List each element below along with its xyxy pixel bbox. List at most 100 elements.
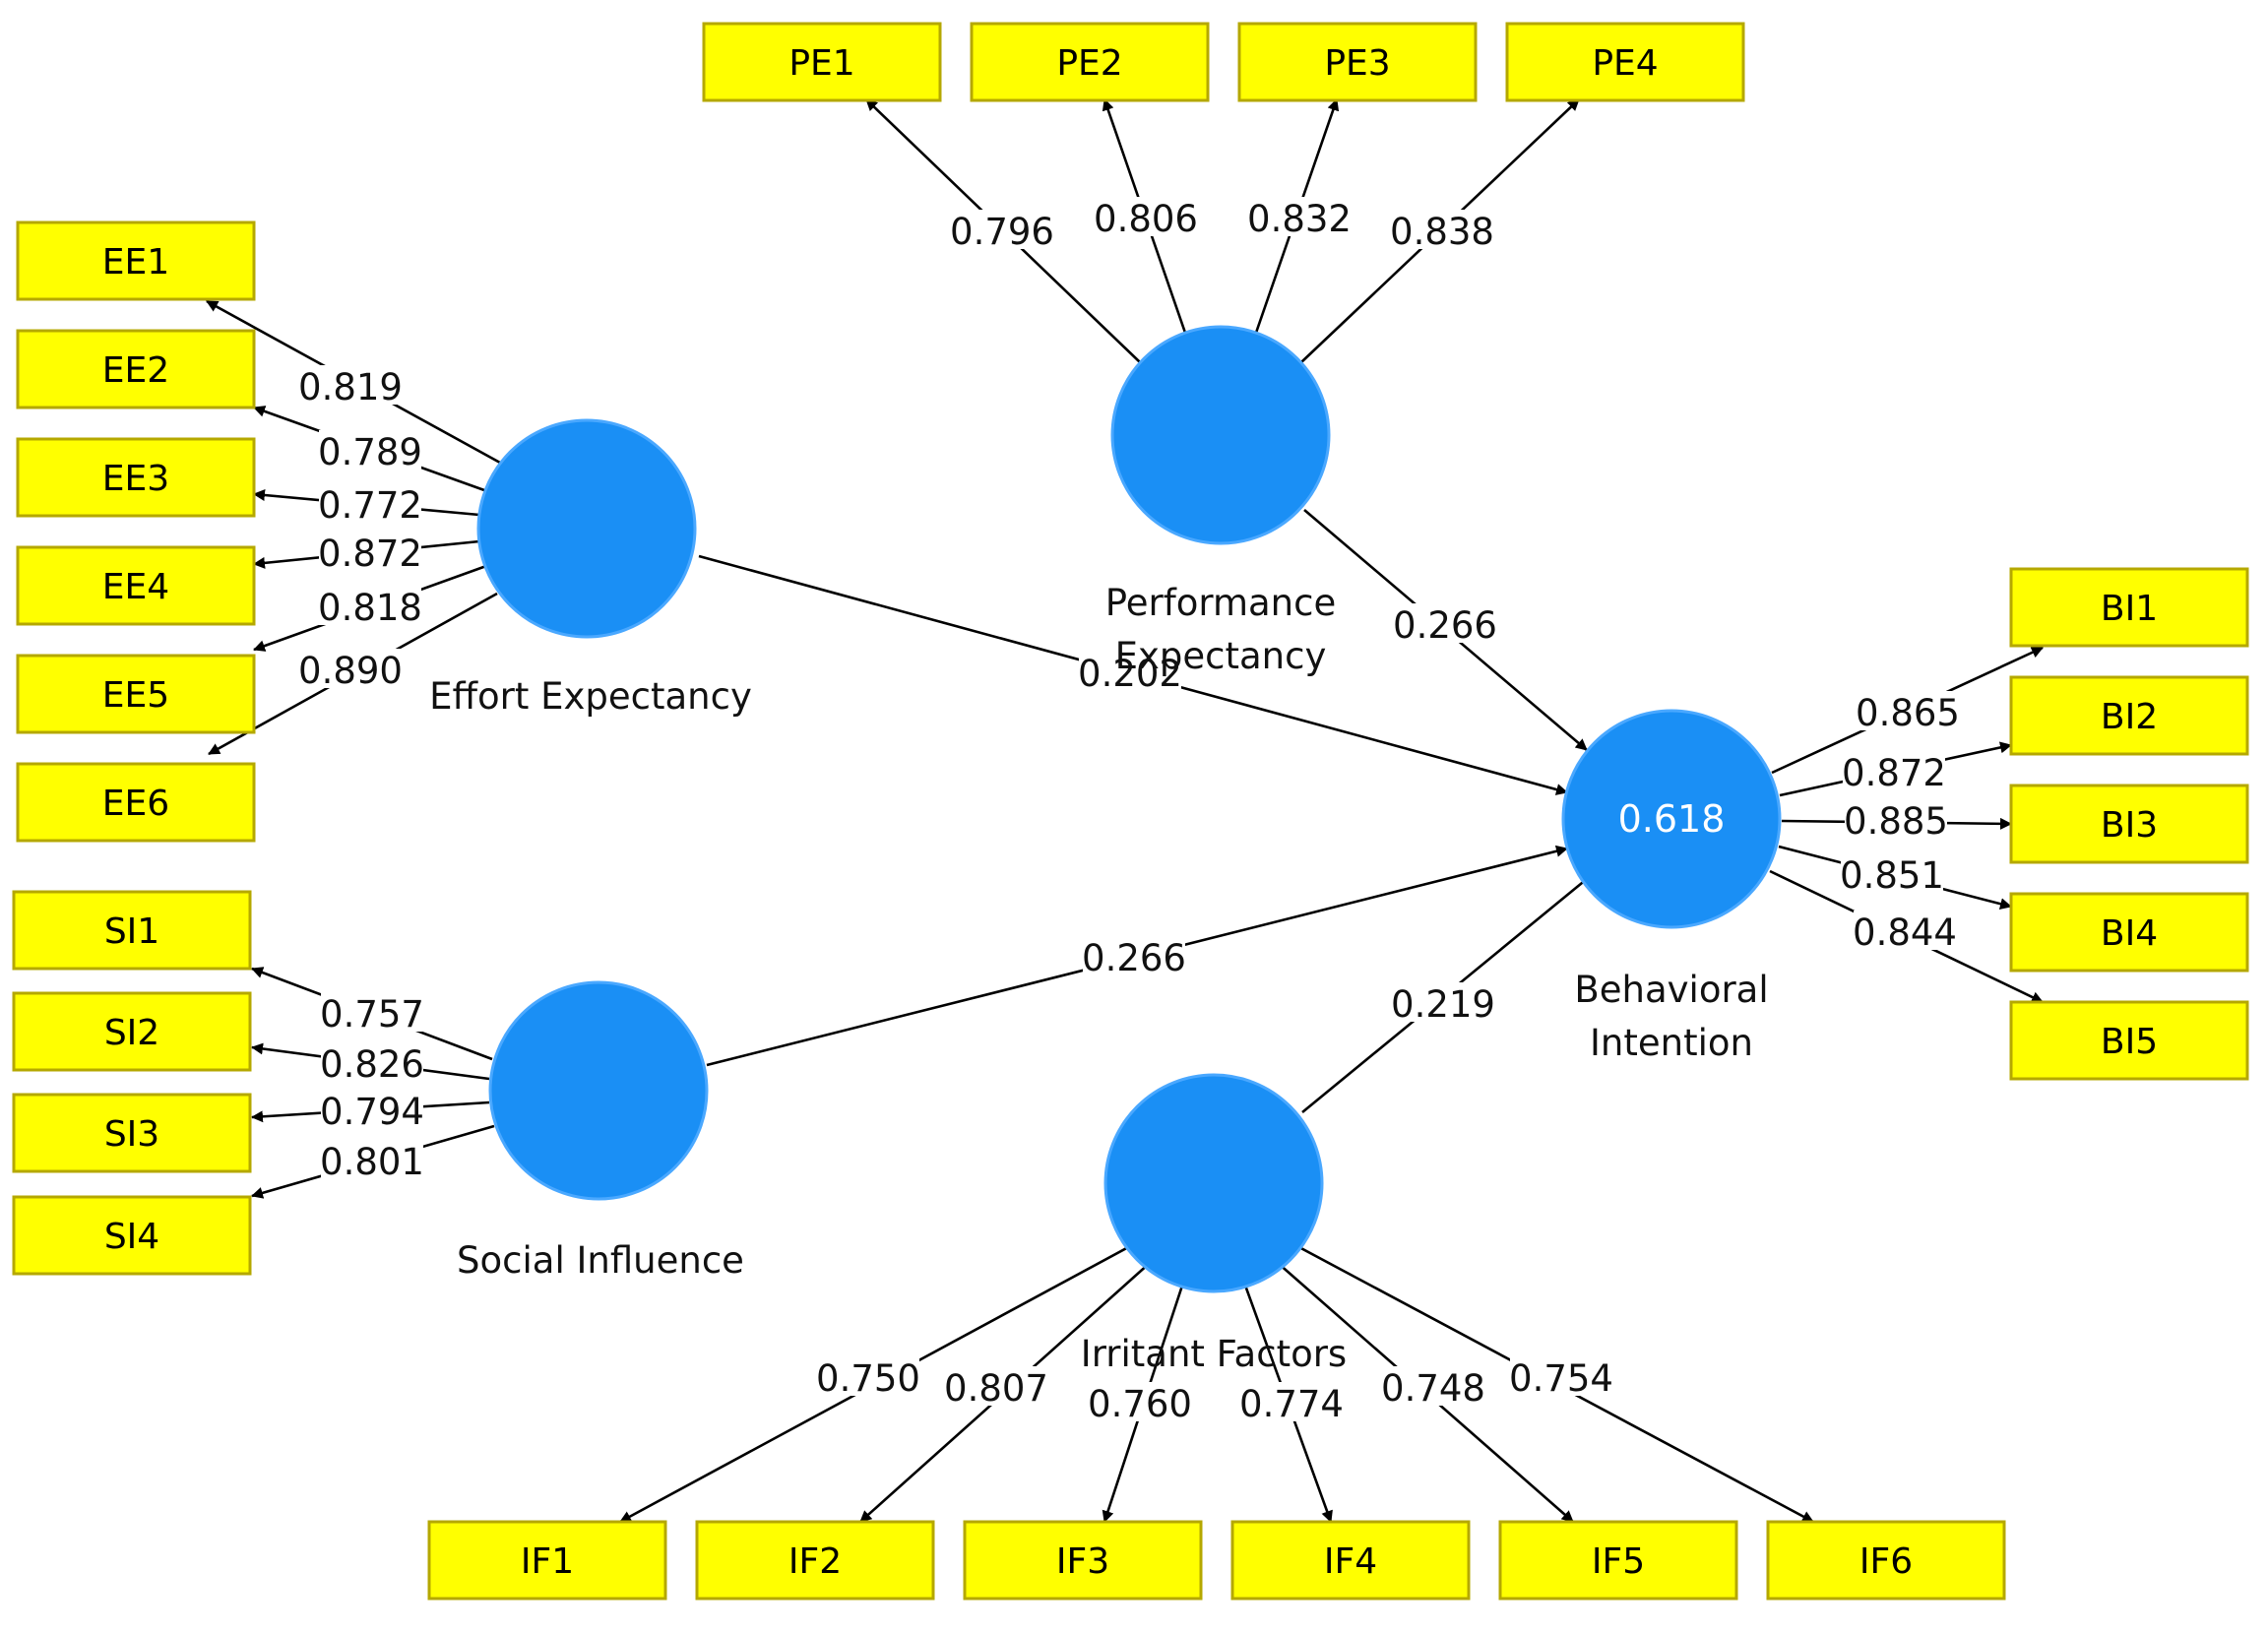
indicator-pe1[interactable]: PE1 [702, 22, 942, 102]
loading-value-if4: 0.774 [1239, 1383, 1344, 1425]
loading-label-bg-si1 [321, 992, 423, 1032]
loading-label-bg-pe3 [1248, 197, 1351, 236]
indicator-label-pe4: PE4 [1592, 43, 1658, 84]
latent-variable-behavioral-intention[interactable]: 0.618 [1561, 709, 1782, 929]
latent-circle-effort-expectancy[interactable] [476, 418, 697, 639]
loading-label-bg-bi4 [1841, 853, 1943, 893]
indicator-box-si3[interactable] [12, 1093, 252, 1173]
latent-variable-effort-expectancy[interactable] [476, 418, 697, 639]
indicator-si2[interactable]: SI2 [12, 991, 252, 1072]
indicator-si3[interactable]: SI3 [12, 1093, 252, 1173]
loading-value-bi2: 0.872 [1842, 752, 1946, 794]
indicator-pe4[interactable]: PE4 [1505, 22, 1745, 102]
indicator-box-ee3[interactable] [16, 437, 256, 518]
indicator-label-ee1: EE1 [102, 242, 169, 283]
indicator-pe2[interactable]: PE2 [970, 22, 1210, 102]
indicator-label-si2: SI2 [104, 1013, 159, 1053]
indicator-box-bi4[interactable] [2009, 892, 2249, 973]
indicator-box-if5[interactable] [1498, 1520, 1738, 1601]
loading-label-bg-si2 [321, 1042, 423, 1082]
indicator-box-bi1[interactable] [2009, 567, 2249, 648]
latent-circle-performance-expectancy[interactable] [1110, 325, 1331, 545]
loading-label-bg-if3 [1089, 1382, 1191, 1421]
indicator-box-ee4[interactable] [16, 545, 256, 626]
loading-value-if6: 0.754 [1509, 1357, 1613, 1400]
indicator-bi5[interactable]: BI5 [2009, 1000, 2249, 1081]
indicator-bi3[interactable]: BI3 [2009, 784, 2249, 864]
loading-label-bg-bi2 [1843, 751, 1945, 790]
indicator-box-bi2[interactable] [2009, 675, 2249, 756]
latent-circle-irritant-factors[interactable] [1103, 1073, 1324, 1293]
indicator-box-bi5[interactable] [2009, 1000, 2249, 1081]
indicator-bi2[interactable]: BI2 [2009, 675, 2249, 756]
indicator-label-pe3: PE3 [1324, 43, 1390, 84]
indicator-ee1[interactable]: EE1 [16, 220, 256, 301]
indicator-if2[interactable]: IF2 [695, 1520, 935, 1601]
latent-variable-social-influence[interactable] [488, 980, 709, 1201]
indicator-ee5[interactable]: EE5 [16, 654, 256, 734]
indicator-label-si4: SI4 [104, 1217, 159, 1257]
indicator-box-pe3[interactable] [1237, 22, 1478, 102]
path-coefficient-if-to-bi: 0.219 [1391, 983, 1495, 1026]
indicator-si4[interactable]: SI4 [12, 1195, 252, 1276]
indicator-box-if3[interactable] [963, 1520, 1203, 1601]
indicator-box-pe4[interactable] [1505, 22, 1745, 102]
indicator-ee4[interactable]: EE4 [16, 545, 256, 626]
loading-value-bi3: 0.885 [1844, 800, 1948, 843]
indicator-label-ee6: EE6 [102, 784, 169, 824]
indicator-box-if1[interactable] [427, 1520, 667, 1601]
loading-label-bg-si3 [321, 1090, 423, 1129]
indicator-box-if6[interactable] [1766, 1520, 2006, 1601]
indicator-label-if2: IF2 [788, 1541, 842, 1582]
indicator-ee3[interactable]: EE3 [16, 437, 256, 518]
indicator-bi1[interactable]: BI1 [2009, 567, 2249, 648]
indicator-if1[interactable]: IF1 [427, 1520, 667, 1601]
indicator-if6[interactable]: IF6 [1766, 1520, 2006, 1601]
indicator-bi4[interactable]: BI4 [2009, 892, 2249, 973]
indicator-label-ee4: EE4 [102, 567, 169, 607]
path-label-bg-ee [1079, 652, 1181, 691]
loading-value-ee1: 0.819 [298, 366, 403, 408]
loading-label-bg-ee6 [299, 649, 402, 688]
indicator-si1[interactable]: SI1 [12, 890, 252, 971]
latent-variable-performance-expectancy[interactable] [1110, 325, 1331, 545]
loading-label-bg-if2 [945, 1366, 1047, 1406]
indicator-box-if4[interactable] [1230, 1520, 1471, 1601]
indicator-box-pe2[interactable] [970, 22, 1210, 102]
indicator-box-ee6[interactable] [16, 762, 256, 843]
indicator-if5[interactable]: IF5 [1498, 1520, 1738, 1601]
latent-circle-behavioral-intention[interactable] [1561, 709, 1782, 929]
indicator-box-pe1[interactable] [702, 22, 942, 102]
indicator-box-si1[interactable] [12, 890, 252, 971]
indicator-ee6[interactable]: EE6 [16, 762, 256, 843]
loading-value-bi5: 0.844 [1853, 911, 1957, 954]
indicator-box-si4[interactable] [12, 1195, 252, 1276]
loading-value-ee3: 0.772 [318, 484, 422, 527]
path-coefficient-si-to-bi: 0.266 [1082, 937, 1186, 979]
loading-value-if2: 0.807 [944, 1367, 1048, 1410]
indicator-label-if5: IF5 [1592, 1541, 1645, 1582]
loading-value-pe3: 0.832 [1247, 198, 1352, 240]
loading-value-ee5: 0.818 [318, 587, 422, 629]
path-label-bg-pe [1394, 603, 1496, 643]
indicator-ee2[interactable]: EE2 [16, 329, 256, 409]
loading-label-bg-if5 [1382, 1366, 1484, 1406]
indicator-box-ee2[interactable] [16, 329, 256, 409]
path-label-bg-if [1392, 982, 1494, 1022]
indicator-label-bi3: BI3 [2101, 805, 2158, 846]
latent-circle-social-influence[interactable] [488, 980, 709, 1201]
indicator-pe3[interactable]: PE3 [1237, 22, 1478, 102]
latent-variable-irritant-factors[interactable] [1103, 1073, 1324, 1293]
indicator-label-if6: IF6 [1859, 1541, 1913, 1582]
indicator-if3[interactable]: IF3 [963, 1520, 1203, 1601]
indicator-box-ee5[interactable] [16, 654, 256, 734]
indicator-if4[interactable]: IF4 [1230, 1520, 1471, 1601]
indicator-box-if2[interactable] [695, 1520, 935, 1601]
indicator-box-si2[interactable] [12, 991, 252, 1072]
path-label-bg-si [1083, 936, 1185, 975]
indicator-box-ee1[interactable] [16, 220, 256, 301]
indicator-box-bi3[interactable] [2009, 784, 2249, 864]
